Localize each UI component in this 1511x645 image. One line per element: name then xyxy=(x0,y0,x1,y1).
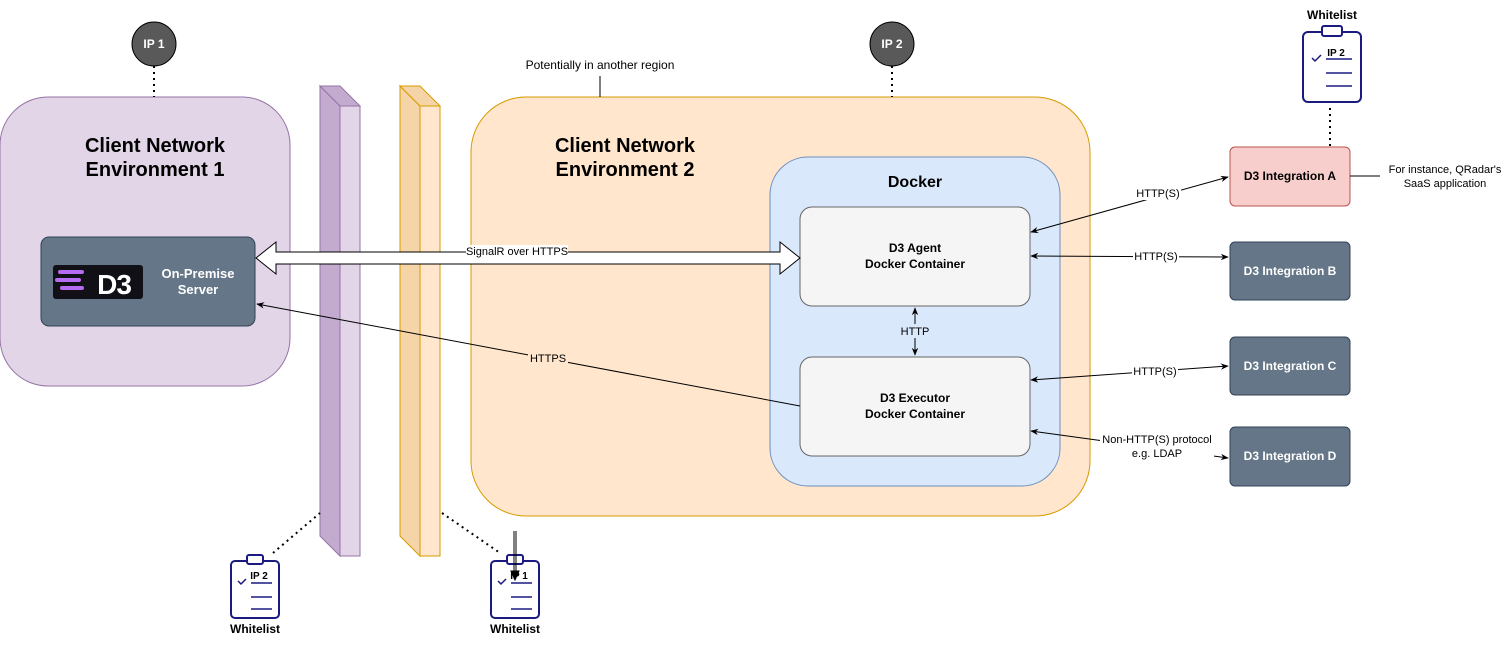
firewall-orange xyxy=(398,84,442,558)
env1-title-line2: Environment 1 xyxy=(86,159,225,181)
whitelist-bottom-left-title: Whitelist xyxy=(230,622,280,636)
env1-title-line1: Client Network xyxy=(85,135,226,157)
whitelist-bottom-right-connector xyxy=(441,512,501,554)
whitelist-top-title: Whitelist xyxy=(1307,8,1357,22)
on-premise-server[interactable] xyxy=(40,236,256,327)
d3-agent-container[interactable] xyxy=(799,206,1031,307)
region-note: Potentially in another region xyxy=(526,58,675,72)
integration-a-label: D3 Integration A xyxy=(1244,169,1337,183)
http-c-arrow xyxy=(1030,363,1229,383)
non-http-label-line1: Non-HTTP(S) protocol xyxy=(1102,434,1211,446)
http-b-arrow xyxy=(1030,252,1229,261)
signalr-label: SignalR over HTTPS xyxy=(466,246,568,258)
firewall-purple xyxy=(318,84,362,558)
d3-executor-container[interactable] xyxy=(799,356,1031,457)
clipboard-icon xyxy=(490,554,540,619)
whitelist-bottom-right-ip: IP 1 xyxy=(510,571,528,582)
server-label-line2: Server xyxy=(178,282,218,297)
whitelist-top-ip: IP 2 xyxy=(1327,48,1345,59)
http-a-label: HTTP(S) xyxy=(1136,188,1179,200)
whitelist-bottom-left-ip: IP 2 xyxy=(250,571,268,582)
integration-b-label: D3 Integration B xyxy=(1244,264,1337,278)
d3-logo-text: D3 xyxy=(97,269,131,300)
executor-label-line2: Docker Container xyxy=(865,407,965,421)
agent-label-line1: D3 Agent xyxy=(889,241,941,255)
whitelist-bottom-right-title: Whitelist xyxy=(490,622,540,636)
integration-d-label: D3 Integration D xyxy=(1244,449,1337,463)
clipboard-icon xyxy=(230,554,280,619)
http-b-label: HTTP(S) xyxy=(1134,251,1177,263)
integration-d[interactable] xyxy=(1229,426,1351,487)
env2-title-line2: Environment 2 xyxy=(556,159,695,181)
clipboard-icon xyxy=(1302,25,1362,103)
d3-logo: D3 xyxy=(53,265,143,300)
env2-title-line1: Client Network xyxy=(555,135,696,157)
integration-a-note-line2: SaaS application xyxy=(1404,178,1487,190)
integration-c-label: D3 Integration C xyxy=(1244,359,1337,373)
whitelist-bottom-left-connector xyxy=(272,512,321,554)
http-a-arrow xyxy=(1030,175,1229,234)
integration-c[interactable] xyxy=(1229,336,1351,396)
arrow-down-icon xyxy=(510,531,520,582)
agent-label-line2: Docker Container xyxy=(865,257,965,271)
integration-a-note-line1: For instance, QRadar's xyxy=(1389,164,1502,176)
http-internal-label: HTTP xyxy=(901,326,930,338)
server-label-line1: On-Premise xyxy=(162,266,235,281)
ip1-marker-label: IP 1 xyxy=(143,37,164,51)
http-c-label: HTTP(S) xyxy=(1133,366,1176,378)
integration-b[interactable] xyxy=(1229,241,1351,301)
ip2-marker-label: IP 2 xyxy=(881,37,902,51)
non-http-label-line2: e.g. LDAP xyxy=(1132,448,1182,460)
docker-title: Docker xyxy=(888,174,942,191)
executor-label-line1: D3 Executor xyxy=(880,391,950,405)
https-label: HTTPS xyxy=(530,353,566,365)
